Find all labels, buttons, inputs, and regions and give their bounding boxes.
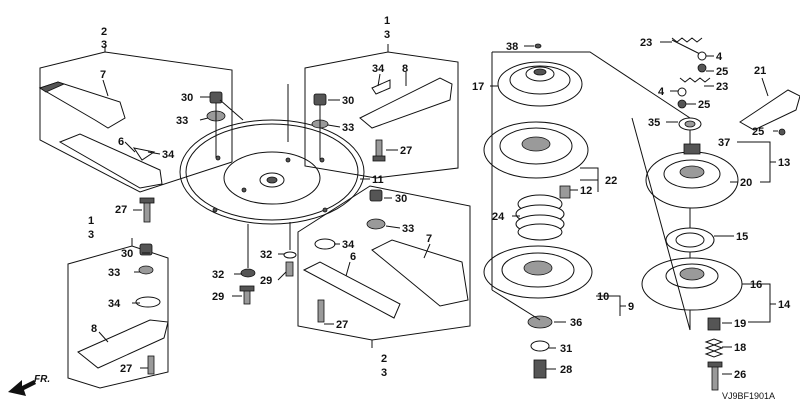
label-26: 26 [734,369,746,381]
label-14: 14 [778,299,791,311]
label-3-top-left: 3 [101,39,107,51]
label-20: 20 [740,177,752,189]
label-6-top-left: 6 [118,136,124,148]
label-37: 37 [718,137,730,149]
label-7-bottom-right: 7 [426,233,432,245]
label-27-top-right: 27 [400,145,412,157]
blade-disc [179,119,365,225]
label-33-top-left: 33 [176,115,188,127]
blade-box-top-left [38,46,244,223]
label-12: 12 [580,185,592,197]
label-23-mid: 23 [716,81,728,93]
label-30-top-right: 30 [342,95,354,107]
label-8-top-right: 8 [402,63,408,75]
label-30-bottom-right: 30 [395,193,407,205]
right-assembly [631,37,800,391]
label-3-bottom-right: 3 [381,367,387,379]
label-23-top: 23 [640,37,652,49]
label-30-bottom-left: 30 [121,248,133,260]
label-4-mid: 4 [658,86,665,98]
label-25-top: 25 [716,66,728,78]
label-3-top-right: 3 [384,29,390,41]
label-22: 22 [605,175,617,187]
label-25-mid: 25 [698,99,710,111]
label-2-top-left: 2 [101,26,107,38]
part-labels: 2 3 7 30 33 6 34 27 1 3 34 8 30 33 27 11… [88,15,791,381]
label-1-bottom-left: 1 [88,215,94,227]
label-33-top-right: 33 [342,122,354,134]
disc-hardware [239,222,297,305]
front-arrow-icon [8,380,36,396]
clutch-stack [483,43,691,379]
label-38: 38 [506,41,518,53]
label-34-top-left: 34 [162,149,175,161]
label-35: 35 [648,117,660,129]
leader-lines [98,41,778,375]
label-21: 21 [754,65,766,77]
label-17: 17 [472,81,484,93]
label-4-top: 4 [716,51,723,63]
label-2-bottom-right: 2 [381,353,387,365]
label-1-top-right: 1 [384,15,390,27]
label-32-right: 32 [260,249,272,261]
label-34-bottom-right: 34 [342,239,355,251]
blade-box-top-right [287,44,459,179]
blade-box-bottom-left [67,238,169,389]
label-36: 36 [570,317,582,329]
label-10: 10 [597,291,609,303]
label-13: 13 [778,157,790,169]
label-15: 15 [736,231,748,243]
label-6-bottom-right: 6 [350,251,356,263]
direction-label: FR. [34,374,50,385]
label-18: 18 [734,342,746,354]
label-9: 9 [628,301,634,313]
label-27-bottom-left: 27 [120,363,132,375]
label-11: 11 [372,174,384,186]
label-34-bottom-left: 34 [108,298,121,310]
label-19: 19 [734,318,746,330]
label-33-bottom-left: 33 [108,267,120,279]
label-29-right: 29 [260,275,272,287]
label-16: 16 [750,279,762,291]
label-8-bottom-left: 8 [91,323,97,335]
label-30-top-left: 30 [181,92,193,104]
label-29-left: 29 [212,291,224,303]
label-32-left: 32 [212,269,224,281]
front-direction-indicator: FR. [8,374,50,396]
label-24: 24 [492,211,505,223]
label-33-bottom-right: 33 [402,223,414,235]
label-7-top-left: 7 [100,69,106,81]
blade-box-bottom-right [297,185,471,348]
label-27-top-left: 27 [115,204,127,216]
diagram-code: VJ9BF1901A [722,391,775,401]
label-3-bottom-left: 3 [88,229,94,241]
label-28: 28 [560,364,572,376]
label-27-bottom-right: 27 [336,319,348,331]
label-25-right: 25 [752,126,764,138]
label-34-top-right: 34 [372,63,385,75]
label-31: 31 [560,343,572,355]
